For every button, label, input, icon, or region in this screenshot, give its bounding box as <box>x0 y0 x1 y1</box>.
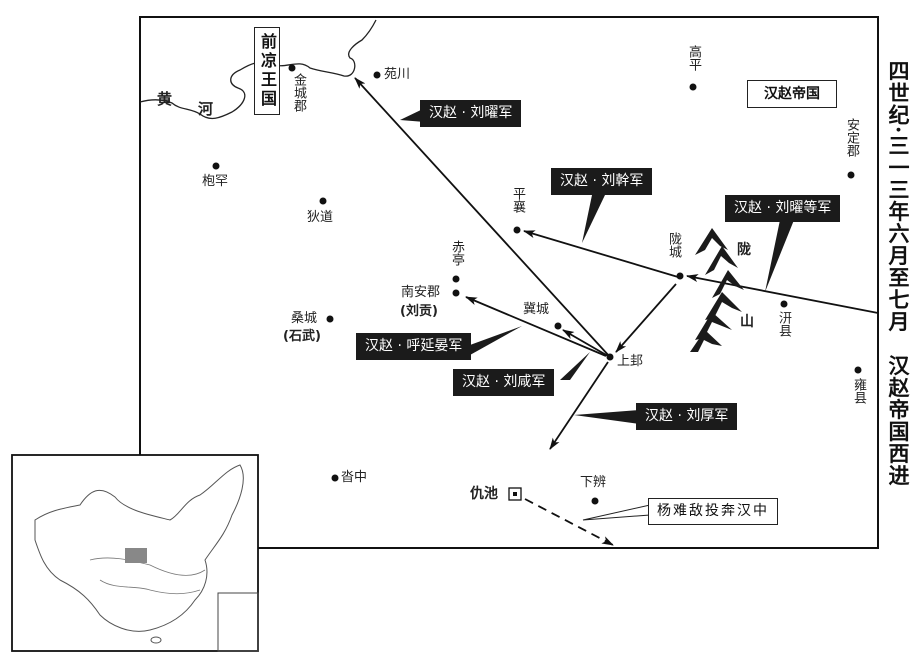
mountain-label-2: 山 <box>740 314 754 330</box>
note-yang-nandi: 杨难敌投奔汉中 <box>648 498 778 525</box>
place-nanan-note: (刘贡) <box>400 304 438 319</box>
place-chiting: 赤亭 <box>449 240 464 266</box>
river-label-1: 黄 <box>157 90 173 108</box>
place-longcheng: 陇城 <box>666 232 681 258</box>
army-routes <box>354 77 879 546</box>
region-han-zhao: 汉赵帝国 <box>747 80 837 108</box>
place-yongxian: 雍县 <box>851 378 866 404</box>
place-pingxiang: 平襄 <box>510 187 525 213</box>
place-gaoping: 高平 <box>686 45 701 71</box>
army-label-huyanyan: 汉赵 · 呼延晏军 <box>356 333 472 360</box>
army-label-liuyao: 汉赵 · 刘曜军 <box>420 100 522 127</box>
army-label-liuxian: 汉赵 · 刘咸军 <box>453 369 555 396</box>
map-title: 四世纪·三一三年六月至七月汉赵帝国西进 <box>886 60 911 487</box>
place-sangcheng: 桑城 <box>291 311 318 326</box>
place-didao: 狄道 <box>307 210 334 225</box>
army-label-liuyao-etc: 汉赵 · 刘曜等军 <box>725 195 841 222</box>
place-qianxian: 汧县 <box>776 311 791 337</box>
army-label-liuhou: 汉赵 · 刘厚军 <box>636 403 738 430</box>
place-yuanchuan: 苑川 <box>384 67 411 82</box>
place-jincheng: 金城郡 <box>291 73 306 112</box>
place-xiabian: 下辨 <box>580 475 607 490</box>
title-subject: 汉赵帝国西进 <box>886 354 911 487</box>
place-shanggui: 上邽 <box>617 354 644 369</box>
mountain-icons <box>690 228 744 352</box>
map-frame <box>139 16 879 549</box>
callout-pointers <box>400 108 794 521</box>
place-qiuchi: 仇池 <box>470 486 498 502</box>
river-label-2: 河 <box>198 100 214 118</box>
place-fuhan: 枹罕 <box>202 174 229 189</box>
place-sangcheng-note: (石武) <box>283 329 321 344</box>
place-tazhong: 沓中 <box>341 470 368 485</box>
region-former-liang: 前凉王国 <box>254 27 280 115</box>
place-dots <box>212 64 862 505</box>
place-nanan: 南安郡 <box>401 285 441 300</box>
mountain-label-1: 陇 <box>737 242 751 258</box>
place-anding: 安定郡 <box>844 118 859 157</box>
army-label-liugan: 汉赵 · 刘幹军 <box>551 168 653 195</box>
title-date: 四世纪·三一三年六月至七月 <box>886 60 911 333</box>
place-jicheng: 冀城 <box>523 302 550 317</box>
inset-china-map <box>11 454 259 652</box>
